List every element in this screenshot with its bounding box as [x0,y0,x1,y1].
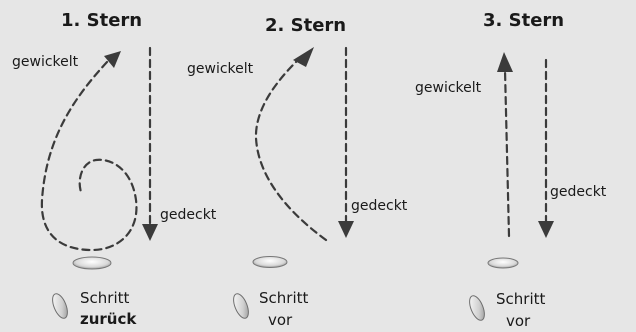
star-1-label-wound: gewickelt [12,54,79,70]
star-3-center-marker [487,257,519,269]
star-2-button-icon [233,293,249,319]
star-2-covered-arrowhead [338,221,354,238]
star-2-button-label-line2: vor [268,311,293,329]
star-1-label-covered: gedeckt [160,207,217,223]
star-3-covered-arrowhead [538,221,554,238]
star-1-wound-path [40,60,138,252]
star-1-covered-arrowhead [142,224,158,241]
star-2-label-wound: gewickelt [187,61,254,77]
star-3-button-label-line1: Schritt [496,290,545,308]
star-3-button-icon [469,295,485,321]
star-3-button-label-line2: vor [506,312,531,330]
star-3-label-covered: gedeckt [550,184,607,200]
star-3-label-wound: gewickelt [415,80,482,96]
star-3-step-forward-button[interactable]: Schritt vor [467,290,546,330]
star-3-wound-path [503,68,511,238]
star-1-button-label-line1: Schritt [80,289,129,307]
star-3-title: 3. Stern [483,10,564,31]
star-1-button-icon [52,293,68,319]
star-2-label-covered: gedeckt [351,198,408,214]
star-2-center-marker [252,256,288,268]
star-3-wound-arrowhead [497,52,513,72]
star-1-center-marker [72,256,112,270]
star-2-wound-arrowhead [293,47,314,67]
star-3-group: 3. Stern gewickelt gedeckt Schritt vor [415,10,607,330]
star-2-step-forward-button[interactable]: Schritt vor [231,289,309,329]
star-1-wound-arrowhead [104,51,121,68]
star-1-title: 1. Stern [61,10,142,31]
star-1-button-label-line2: zurück [80,310,137,328]
star-2-title: 2. Stern [265,15,346,36]
star-2-wound-path [254,56,328,242]
star-1-step-back-button[interactable]: Schritt zurück [50,289,138,328]
star-2-group: 2. Stern gewickelt gedeckt Schritt vor [187,15,408,329]
star-1-group: 1. Stern gewickelt gedeckt Schritt zurüc… [12,10,217,328]
star-2-button-label-line1: Schritt [259,289,308,307]
